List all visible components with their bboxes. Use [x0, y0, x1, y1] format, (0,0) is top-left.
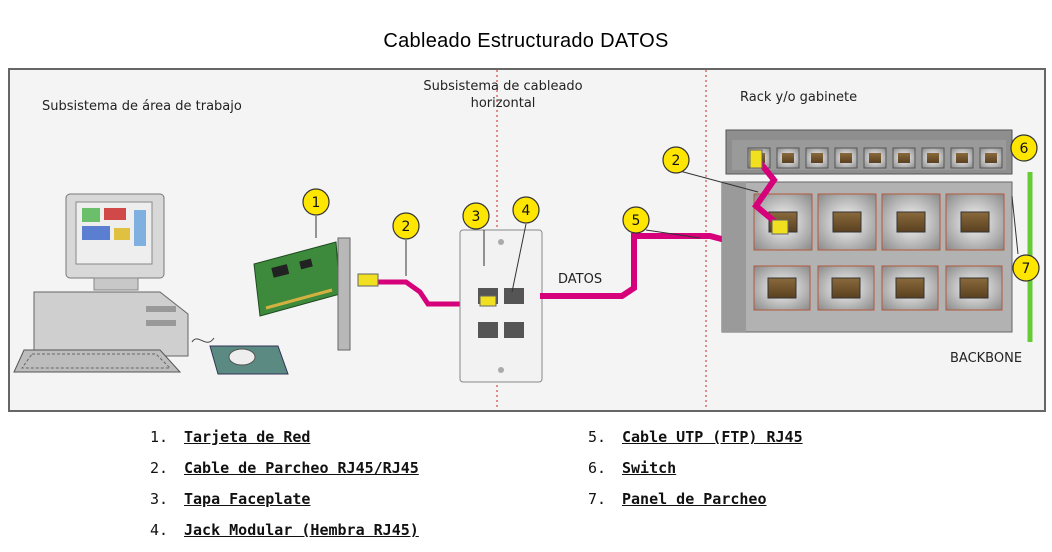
patch-panel-port — [945, 265, 1003, 311]
callout-number: 6 — [1020, 141, 1029, 157]
callout-4: 4 — [512, 196, 540, 224]
work-area-label: Subsistema de área de trabajo — [42, 99, 242, 114]
rj45-plug-left — [357, 273, 379, 287]
patch-panel-ports — [753, 193, 1005, 311]
computer-icon — [13, 193, 289, 375]
diagram-canvas: Subsistema de área de trabajo Subsistema… — [13, 70, 1040, 410]
rj45-plug-panel — [771, 219, 789, 235]
faceplate-icon — [459, 229, 543, 383]
legend-link[interactable]: Tarjeta de Red — [184, 428, 311, 446]
legend-number: 3. — [150, 490, 169, 508]
callout-number: 3 — [472, 209, 481, 225]
switch-ports — [747, 147, 1003, 169]
legend-item: 7. Panel de Parcheo — [588, 488, 803, 519]
rj45-plug-switch — [749, 149, 763, 169]
legend-item: 6. Switch — [588, 457, 803, 488]
patch-cable-workarea — [364, 279, 478, 307]
callout-7: 7 — [1012, 254, 1040, 282]
legend-link[interactable]: Jack Modular (Hembra RJ45) — [184, 521, 419, 539]
horizontal-label-line2: horizontal — [471, 96, 536, 111]
patch-panel-port — [817, 193, 877, 251]
legend-item: 5. Cable UTP (FTP) RJ45 — [588, 426, 803, 457]
callout-5: 5 — [622, 206, 650, 234]
legend-number: 6. — [588, 459, 607, 477]
legend-item: 1. Tarjeta de Red — [150, 426, 419, 457]
callout-number: 4 — [522, 203, 531, 219]
patch-panel-port — [753, 265, 811, 311]
legend-link[interactable]: Tapa Faceplate — [184, 490, 311, 508]
backbone-label: BACKBONE — [950, 351, 1022, 366]
legend-item: 2. Cable de Parcheo RJ45/RJ45 — [150, 457, 419, 488]
callout-1: 1 — [302, 188, 330, 216]
patch-panel-port — [945, 193, 1005, 251]
page-title: Cableado Estructurado DATOS — [383, 30, 669, 52]
legend-right-column: 5. Cable UTP (FTP) RJ45 6. Switch 7. Panel de… — [588, 426, 803, 519]
diagram-panel: Subsistema de área de trabajo Subsistema… — [8, 68, 1046, 412]
legend-link[interactable]: Switch — [622, 459, 677, 477]
callout-2: 2 — [662, 146, 690, 174]
patch-panel-port — [817, 265, 875, 311]
legend-link[interactable]: Cable UTP (FTP) RJ45 — [622, 428, 803, 446]
callout-number: 2 — [402, 219, 411, 235]
patch-panel-port — [881, 265, 939, 311]
switch-port — [921, 147, 945, 169]
switch-port — [805, 147, 829, 169]
legend-number: 5. — [588, 428, 607, 446]
callout-number: 2 — [672, 153, 681, 169]
patch-cable-rack — [751, 158, 782, 229]
switch-port — [863, 147, 887, 169]
legend-link[interactable]: Panel de Parcheo — [622, 490, 767, 508]
patch-panel-port — [881, 193, 941, 251]
callout-number: 7 — [1022, 261, 1031, 277]
horizontal-cable — [540, 233, 749, 299]
legend-number: 4. — [150, 521, 169, 539]
legend-number: 2. — [150, 459, 169, 477]
switch-port — [834, 147, 858, 169]
legend-number: 7. — [588, 490, 607, 508]
horizontal-label-line1: Subsistema de cableado — [423, 79, 582, 94]
legend-left-column: 1. Tarjeta de Red 2. Cable de Parcheo RJ45/… — [150, 426, 419, 550]
rack-label: Rack y/o gabinete — [740, 90, 857, 105]
switch-port — [979, 147, 1003, 169]
switch-port — [776, 147, 800, 169]
network-card-icon — [253, 237, 351, 351]
legend-item: 3. Tapa Faceplate — [150, 488, 419, 519]
callout-2: 2 — [392, 212, 420, 240]
datos-label: DATOS — [558, 272, 602, 287]
callout-number: 1 — [312, 195, 321, 211]
callout-number: 5 — [632, 213, 641, 229]
legend-number: 1. — [150, 428, 169, 446]
switch-port — [892, 147, 916, 169]
callout-3: 3 — [462, 202, 490, 230]
switch-port — [950, 147, 974, 169]
legend-link[interactable]: Cable de Parcheo RJ45/RJ45 — [184, 459, 419, 477]
legend-item: 4. Jack Modular (Hembra RJ45) — [150, 519, 419, 550]
callout-6: 6 — [1010, 134, 1038, 162]
